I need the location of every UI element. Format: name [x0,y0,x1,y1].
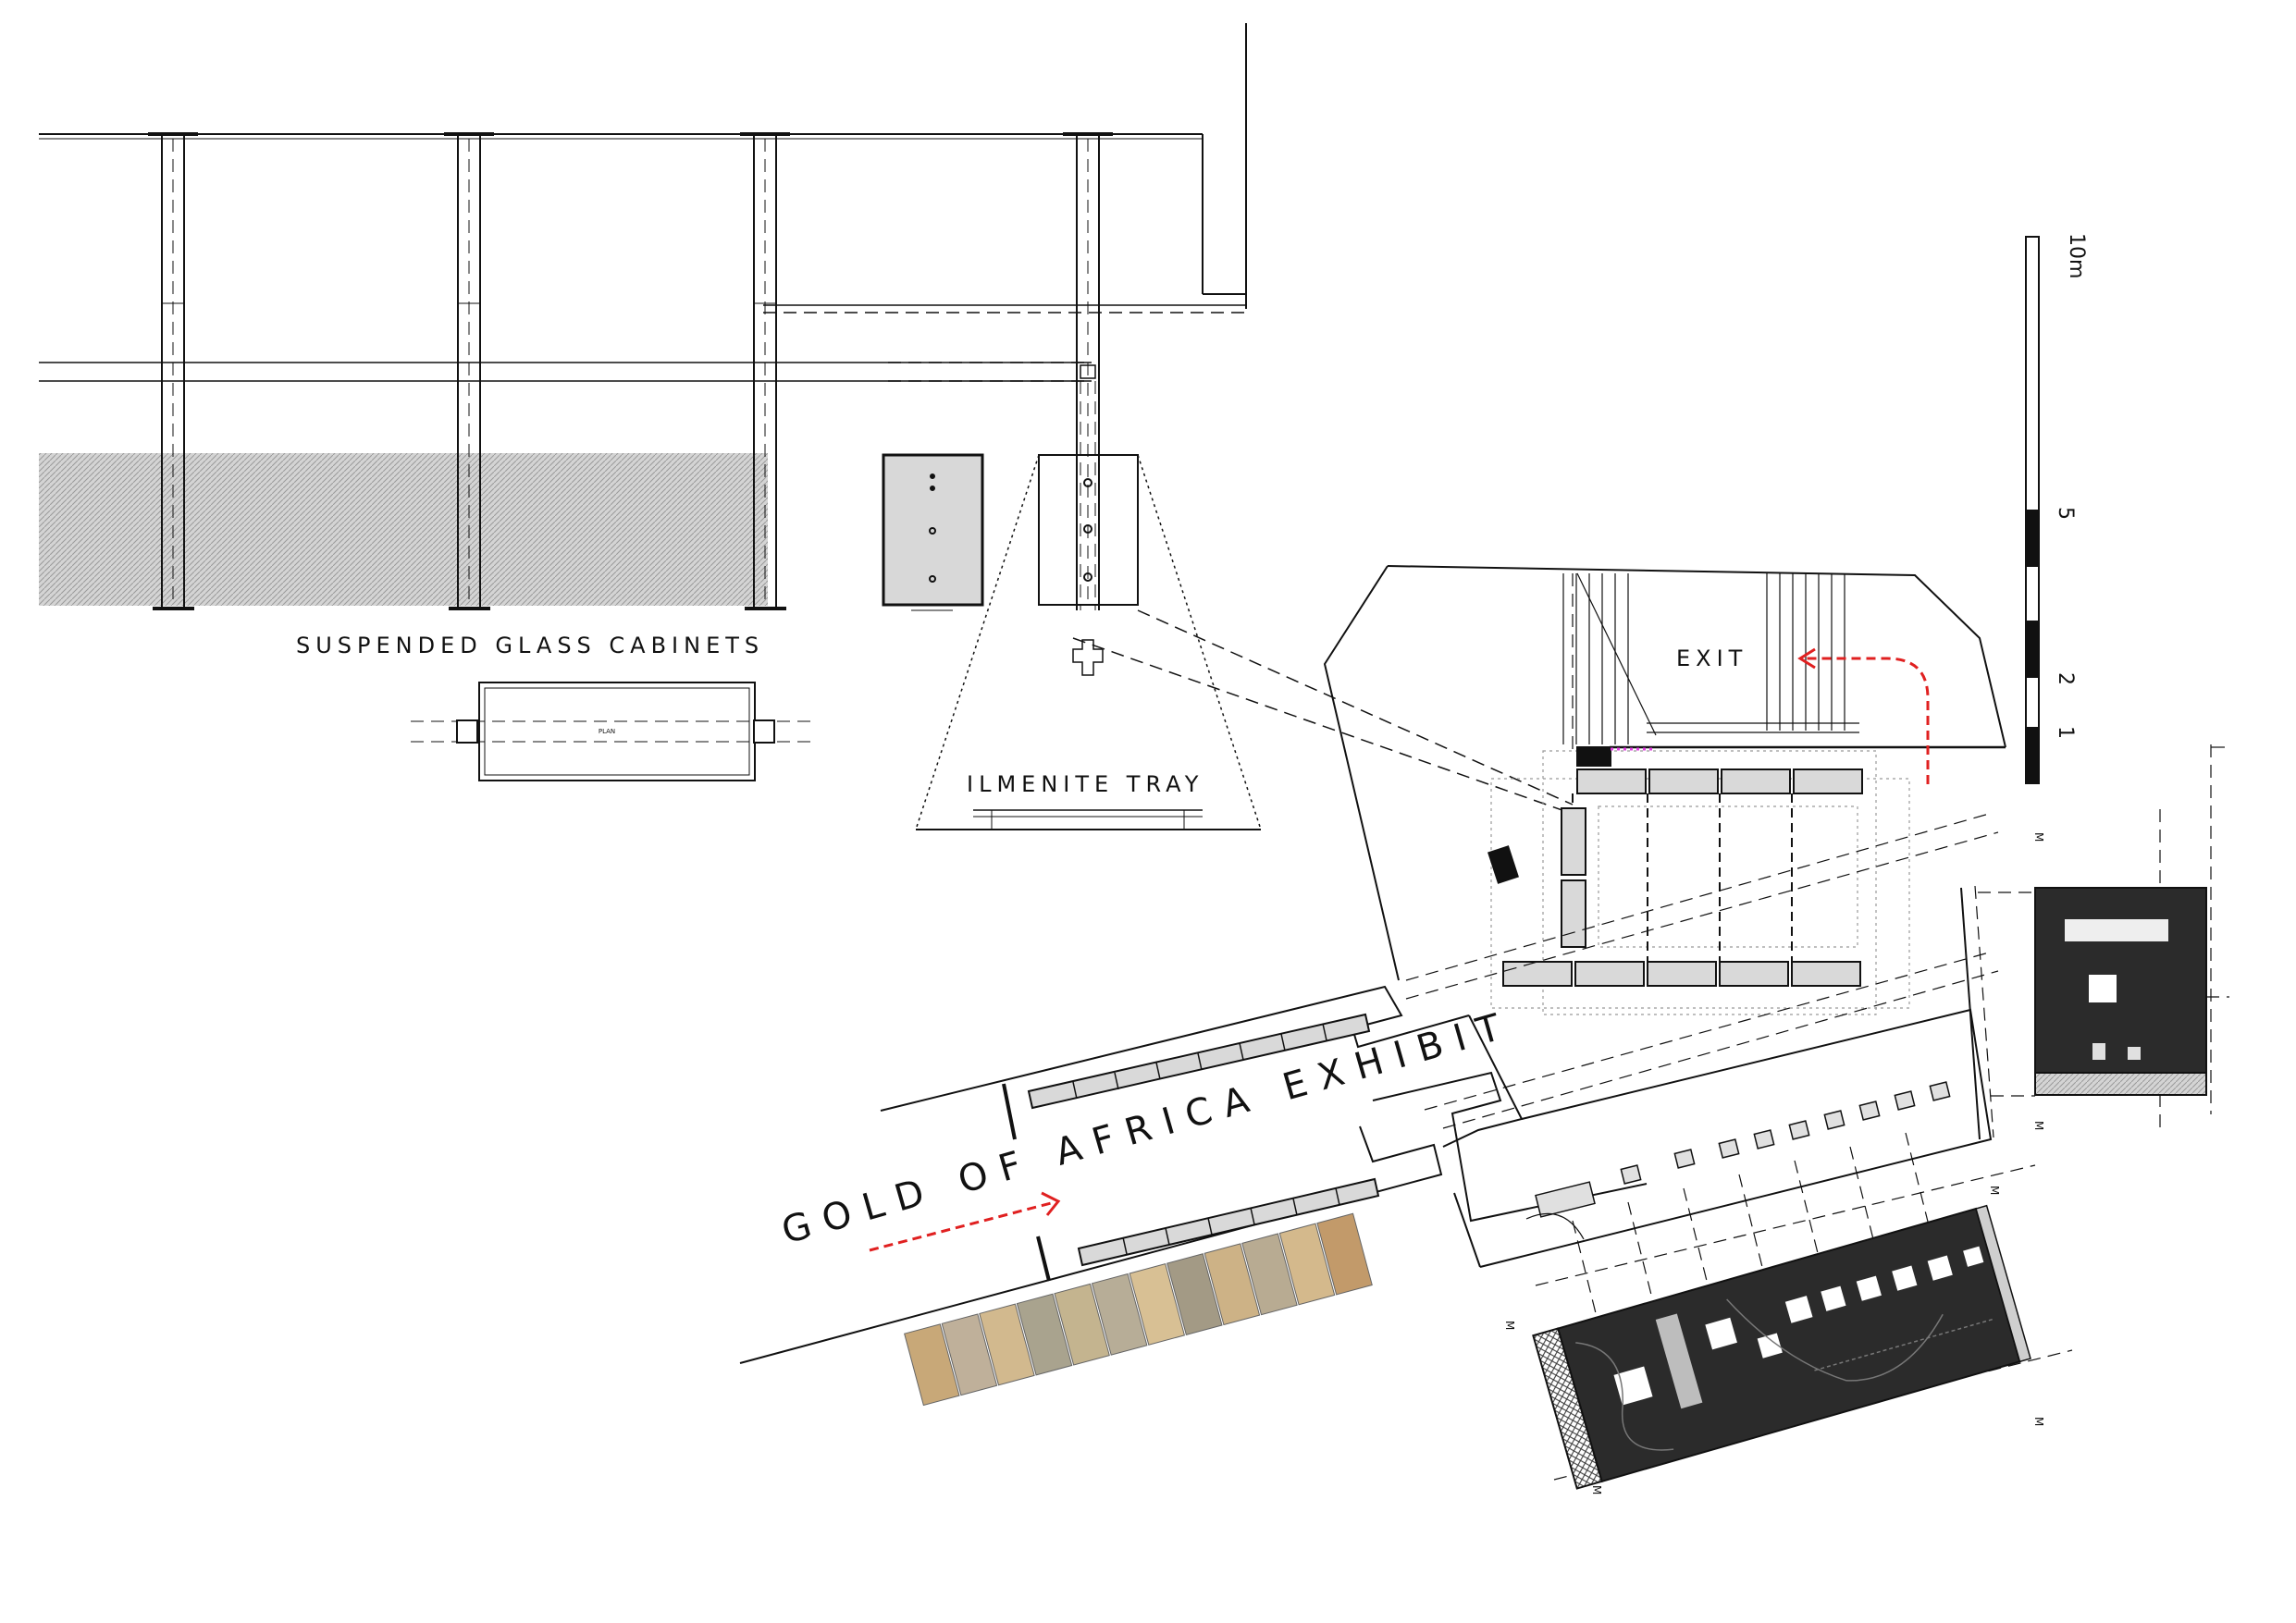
column-1 [148,132,198,610]
sightlines [1405,813,1999,1129]
scale-10m: 10m [2065,233,2088,278]
ilmenite-tray-label: ILMENITE TRAY [967,771,1204,797]
gold-exhibit-corridor [739,985,1648,1364]
section-marker-4: M [1503,1321,1516,1330]
section-marker-6: M [2032,1417,2045,1426]
exit-direction-arrow [1797,647,1930,784]
central-display-cases [1487,746,1910,1015]
dark-exhibit-panel [1532,1204,2031,1490]
section-marker-1: M [2032,832,2045,842]
section-marker-2: M [2032,1121,2045,1130]
plan-tag: PLAN [599,728,615,735]
scale-labels: 10m 5 2 1 [2054,233,2088,739]
cabinet-elevation [39,23,1247,610]
ilmenite-tray-elevation [882,381,1574,830]
column-4 [1063,132,1113,610]
column-2 [444,132,494,610]
scale-2: 2 [2054,672,2077,685]
gold-exhibit-arrow [869,1191,1061,1252]
column-3 [740,132,790,610]
scale-5: 5 [2054,507,2077,520]
scale-1: 1 [2054,726,2077,739]
section-markers: M M M M M M [1503,832,2045,1494]
section-marker-3: M [1988,1186,2001,1195]
gold-exhibit-label: GOLD OF AFRICA EXHIBIT [777,1002,1518,1252]
section-marker-5: M [1590,1485,1603,1494]
cabinet-plan: PLAN [411,682,814,781]
hatched-plinth [39,453,768,606]
section-panel [1978,744,2229,1128]
exit-label: EXIT [1676,646,1747,671]
photo-strip [904,1212,1373,1407]
scale-bar [2025,236,2040,784]
exit-room [1323,565,2006,981]
suspended-cabinets-label: SUSPENDED GLASS CABINETS [296,633,764,658]
